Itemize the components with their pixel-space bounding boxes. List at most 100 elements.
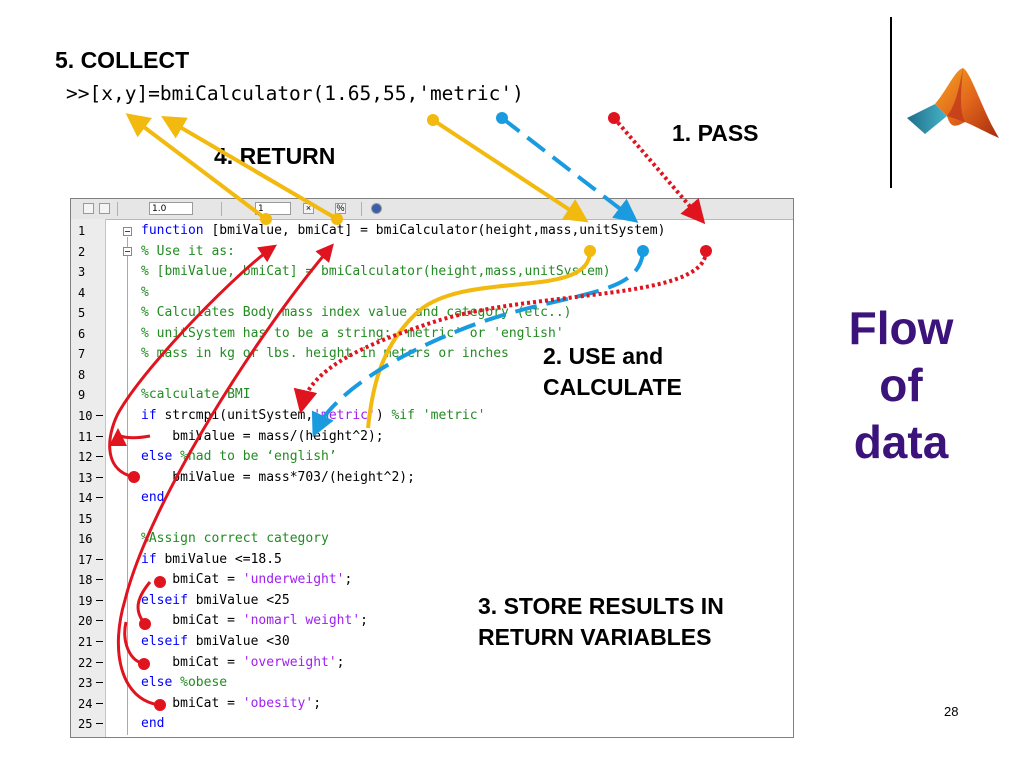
code-keyword: elseif [141, 592, 188, 608]
code-token: bmiValue <30 [187, 634, 290, 649]
code-text: bmiCat = 'overweight'; [141, 653, 344, 674]
code-keyword: if [141, 551, 157, 567]
line-number: 24 [78, 696, 93, 711]
code-keyword: end [141, 490, 165, 506]
code-text: bmiCat = 'nomarl weight'; [141, 611, 368, 632]
toolbar-cell-mode-icon[interactable] [99, 203, 110, 214]
breakpoint-marker[interactable] [96, 414, 103, 416]
code-line: 8 [71, 365, 793, 386]
line-number: 18 [78, 573, 93, 588]
breakpoint-marker[interactable] [96, 435, 103, 437]
breakpoint-marker[interactable] [96, 682, 103, 684]
code-line: 11 bmiValue = mass/(height^2); [71, 427, 793, 448]
line-number: 2 [78, 244, 86, 259]
code-text: % unitSystem has to be a string: 'metric… [141, 324, 564, 345]
code-token: bmiValue = mass*703/(height^2); [141, 469, 415, 485]
step-return-label: 4. RETURN [214, 143, 336, 169]
code-line: 3% [bmiValue, bmiCat] = bmiCalculator(he… [71, 262, 793, 283]
line-number: 15 [78, 511, 93, 526]
code-token: strcmpi(unitSystem, [156, 407, 314, 423]
breakpoint-marker[interactable] [96, 702, 103, 704]
toolbar-increment-field[interactable]: 1.0 [149, 202, 193, 215]
code-line: 16%Assign correct category [71, 529, 793, 550]
line-number: 11 [78, 429, 93, 444]
breakpoint-marker[interactable] [96, 661, 103, 663]
breakpoint-marker[interactable] [96, 476, 103, 478]
code-line: 15 [71, 509, 793, 530]
code-text: elseif bmiValue <25 [141, 591, 290, 612]
code-text: end [141, 714, 164, 735]
toolbar-multiply-button[interactable]: × [303, 203, 314, 214]
line-number-gutter [71, 219, 106, 737]
code-token: bmiCat = [141, 572, 243, 588]
line-number: 22 [78, 655, 93, 670]
breakpoint-marker[interactable] [96, 497, 103, 499]
code-text: else %obese [141, 673, 227, 694]
step-use-line-2: CALCULATE [543, 374, 682, 400]
code-text: % [141, 283, 149, 304]
code-text: if strcmpi(unitSystem,'metric') %if 'met… [141, 406, 485, 427]
code-comment: % Use it as: [141, 243, 235, 259]
code-text: end [141, 488, 164, 509]
breakpoint-marker[interactable] [96, 558, 103, 560]
code-token: bmiValue <25 [187, 592, 290, 608]
toolbar-publish-icon[interactable] [371, 203, 382, 214]
code-token: bmiCat = [141, 613, 243, 629]
code-text: bmiCat = 'underweight'; [141, 570, 352, 591]
fold-guide [127, 237, 128, 735]
breakpoint-marker[interactable] [96, 723, 103, 725]
breakpoint-marker[interactable] [96, 599, 103, 601]
pass-height-dot [427, 114, 439, 126]
step-collect-label: 5. COLLECT [55, 47, 190, 73]
code-token: ; [313, 695, 322, 711]
breakpoint-marker[interactable] [96, 579, 103, 581]
code-token: bmiValue = mass/(height^2); [141, 428, 384, 444]
code-token: [bmiValue, bmiCat] = bmiCalculator(heigh… [203, 223, 666, 238]
code-text: bmiValue = mass*703/(height^2); [141, 468, 415, 489]
line-number: 12 [78, 450, 93, 465]
toolbar-multiplier-field[interactable]: 1 [255, 202, 291, 215]
code-line: 13 bmiValue = mass*703/(height^2); [71, 468, 793, 489]
line-number: 6 [78, 326, 86, 341]
code-keyword: if [141, 407, 157, 423]
fold-toggle-function[interactable] [123, 227, 132, 236]
code-line: 24 bmiCat = 'obesity'; [71, 694, 793, 715]
code-string: 'underweight' [242, 572, 345, 588]
fold-toggle-comment[interactable] [123, 247, 132, 256]
code-line: 23 else %obese [71, 673, 793, 694]
line-number: 4 [78, 285, 86, 300]
title-line-1: Flow [848, 302, 954, 354]
step-store-line-2: RETURN VARIABLES [478, 624, 712, 650]
breakpoint-marker[interactable] [96, 456, 103, 458]
line-number: 23 [78, 676, 93, 691]
toolbar-comment-button[interactable]: % [335, 203, 346, 214]
code-text: bmiValue = mass/(height^2); [141, 427, 384, 448]
line-number: 8 [78, 367, 86, 382]
step-use-line-1: 2. USE and [543, 343, 664, 369]
slide-title: Flow of data [826, 300, 976, 471]
toolbar-cell-icon[interactable] [83, 203, 94, 214]
pass-mass-dot [496, 112, 508, 124]
code-token [172, 675, 180, 690]
breakpoint-marker[interactable] [96, 641, 103, 642]
line-number: 21 [78, 635, 93, 649]
step-store-label: 3. STORE RESULTS IN RETURN VARIABLES [478, 591, 798, 653]
divider-line [890, 17, 892, 188]
code-comment: %Assign correct category [141, 531, 329, 547]
toolbar-separator [117, 202, 118, 216]
code-comment: % unitSystem has to be a string: 'metric… [141, 325, 564, 341]
code-text: % Use it as: [141, 242, 235, 263]
code-text: %calculate BMI [141, 385, 251, 406]
page-number: 28 [944, 704, 959, 719]
command-line: >>[x,y]=bmiCalculator(1.65,55,'metric') [66, 82, 524, 105]
step-pass-label: 1. PASS [672, 120, 759, 146]
line-number: 13 [78, 470, 93, 485]
toolbar-separator [361, 202, 362, 216]
code-keyword: else [141, 449, 173, 465]
code-line: 2 % Use it as: [71, 242, 793, 263]
breakpoint-marker[interactable] [96, 620, 103, 622]
